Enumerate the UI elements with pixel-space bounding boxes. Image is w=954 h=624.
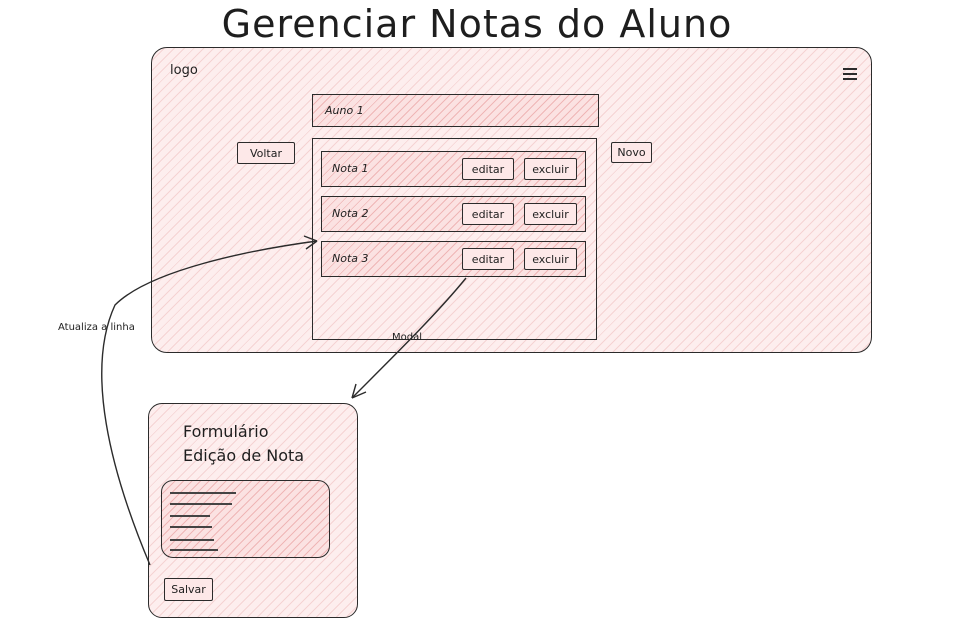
edit-button[interactable]: editar	[462, 203, 514, 225]
note-row-3: Nota 3 editar excluir	[321, 241, 586, 277]
delete-button[interactable]: excluir	[524, 203, 577, 225]
update-row-annotation: Atualiza a linha	[58, 322, 135, 333]
logo: logo	[170, 63, 198, 78]
note-label: Nota 3	[332, 252, 369, 265]
delete-button[interactable]: excluir	[524, 158, 577, 180]
note-label: Nota 1	[332, 162, 369, 175]
save-button[interactable]: Salvar	[164, 578, 213, 601]
note-label: Nota 2	[332, 207, 369, 220]
diagram-title: Gerenciar Notas do Aluno	[221, 2, 733, 46]
note-row-2: Nota 2 editar excluir	[321, 196, 586, 232]
modal-title-line1: Formulário	[183, 422, 269, 441]
edit-button[interactable]: editar	[462, 248, 514, 270]
hamburger-menu-icon[interactable]	[843, 68, 857, 80]
edit-button[interactable]: editar	[462, 158, 514, 180]
modal-arrow-head	[351, 383, 367, 399]
form-textarea[interactable]	[161, 480, 330, 558]
new-button[interactable]: Novo	[611, 142, 652, 163]
modal-annotation: Modal	[392, 332, 422, 343]
back-button[interactable]: Voltar	[237, 142, 295, 164]
student-field[interactable]: Auno 1	[312, 94, 599, 127]
student-field-text: Auno 1	[325, 104, 364, 117]
modal-title-line2: Edição de Nota	[183, 446, 305, 465]
note-row-1: Nota 1 editar excluir	[321, 151, 586, 187]
delete-button[interactable]: excluir	[524, 248, 577, 270]
